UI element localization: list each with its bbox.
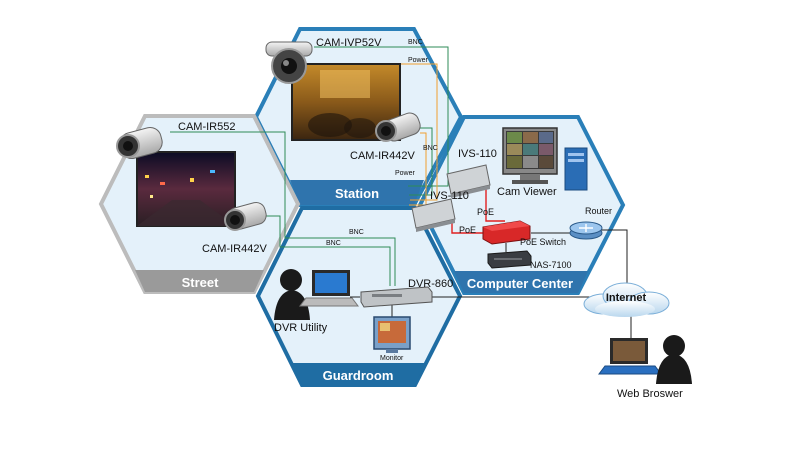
bnc-cable-ivp52v [314, 46, 449, 187]
station-photo [291, 63, 401, 141]
computer-center-label: Computer Center [467, 276, 573, 291]
web-browser-label: Web Broswer [617, 388, 683, 400]
poe-label-2: PoE [459, 225, 476, 235]
bnc-cable-ir442v-street [262, 215, 391, 286]
nas-7100-icon [487, 250, 532, 269]
internet-cloud-icon [583, 282, 670, 317]
internet-label: Internet [606, 292, 647, 304]
bnc-label-street-2: BNC [326, 240, 341, 247]
dvr-utility-label: DVR Utility [274, 322, 328, 334]
dvr-860-label: DVR-860 [408, 278, 453, 290]
street-photo [136, 151, 236, 227]
ir-bullet-camera-station-icon [375, 112, 421, 142]
monitor-label: Monitor [380, 355, 404, 362]
cam-ir552-label: CAM-IR552 [178, 121, 235, 133]
poe-switch-icon [482, 220, 531, 245]
dvr-utility-user-laptop-icon [274, 269, 359, 320]
poe-switch-label: PoE Switch [520, 237, 566, 247]
ir-bullet-camera-street-top-icon [116, 126, 163, 160]
cam-ir442v-station-label: CAM-IR442V [350, 150, 415, 162]
bnc-cable-ir552 [170, 131, 396, 286]
nas-7100-label: NAS-7100 [530, 260, 572, 270]
dvr-860-icon [360, 286, 433, 308]
guardroom-label: Guardroom [323, 368, 394, 383]
ivs-110-top-label: IVS-110 [458, 148, 497, 160]
pc-tower-icon [564, 147, 588, 191]
bnc-cable-ir442v-station [409, 127, 433, 196]
web-browser-user-laptop-icon [598, 335, 692, 384]
power-cable-ir442v-station [409, 132, 427, 206]
ivs-110-bottom-icon [411, 198, 456, 232]
cam-ivp52v-label: CAM-IVP52V [316, 37, 382, 49]
ir-bullet-camera-street-bottom-icon [224, 201, 267, 231]
ivs-110-bottom-label: IVS-110 [430, 190, 469, 202]
router-internet-link [596, 229, 628, 300]
cables [170, 46, 632, 344]
router-icon [569, 221, 603, 240]
bnc-label-street-1: BNC [349, 229, 364, 236]
street-label: Street [182, 275, 220, 290]
poe-label-1: PoE [477, 207, 494, 217]
power-label-station-1: Power [408, 57, 429, 64]
power-label-station-2: Power [395, 170, 416, 177]
cam-viewer-monitor-icon [502, 127, 558, 184]
ivs-110-top-icon [446, 164, 491, 198]
bnc-label-station-1: BNC [408, 39, 423, 46]
bnc-label-station-2: BNC [423, 145, 438, 152]
cam-ir442v-street-label: CAM-IR442V [202, 243, 267, 255]
monitor-icon [373, 316, 411, 353]
cam-viewer-label: Cam Viewer [497, 186, 557, 198]
poe-cable-1 [485, 187, 505, 222]
ptz-dome-camera-icon [265, 41, 313, 84]
station-label: Station [335, 186, 379, 201]
router-label: Router [585, 206, 612, 216]
